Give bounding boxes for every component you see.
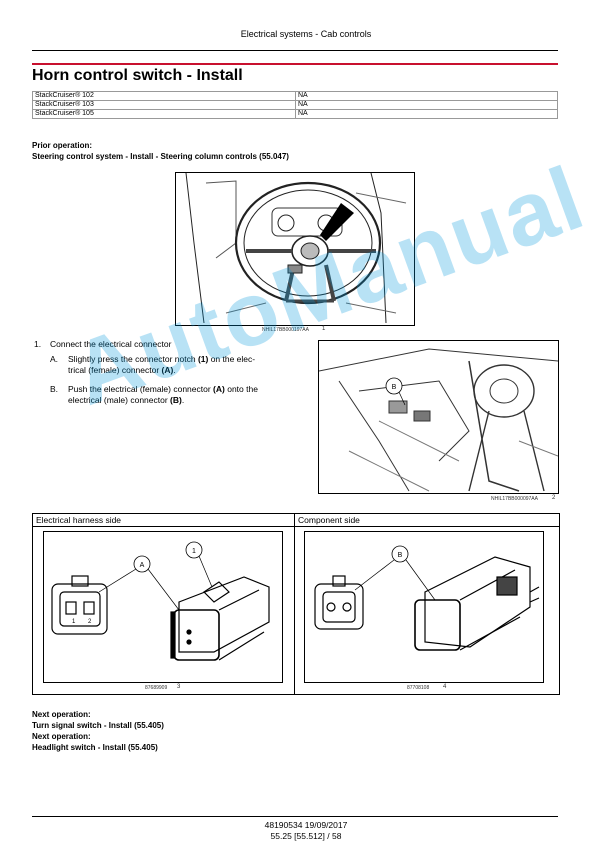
figure-2-steering-column: B [318, 340, 559, 494]
model-name: StackCruiser® 103 [32, 100, 296, 110]
callout-b-label: B [392, 384, 397, 391]
figure-2-code: NHIL17BB000097AA [491, 496, 538, 502]
callout-1-label: 1 [192, 548, 196, 555]
callout-a-label: A [140, 562, 145, 569]
next-operation-label-2: Next operation: [32, 732, 91, 741]
male-connector-illustration: B [314, 545, 540, 651]
step-1-text: Connect the electrical connector [50, 339, 172, 349]
step-a-part: Slightly press the connector notch [68, 354, 198, 364]
ref-connector-a: (A) [161, 365, 174, 375]
next-operation-link-2[interactable]: Headlight switch - Install (55.405) [32, 743, 158, 752]
female-connector-illustration: 1 2 A 1 [51, 541, 270, 661]
step-a-text: Slightly press the connector notch (1) o… [68, 354, 308, 376]
model-name: StackCruiser® 102 [32, 91, 296, 101]
figure-3-code: 87689909 [145, 685, 168, 691]
step-b-letter: B. [50, 384, 59, 394]
figure-1-code: NHIL17BB000197AA [262, 327, 309, 333]
ref-connector-b: (B) [170, 395, 182, 405]
ref-connector-a: (A) [213, 384, 225, 394]
callout-1: 1 [185, 541, 213, 588]
step-a-part: . [173, 365, 176, 375]
callout-b-label: B [398, 552, 403, 559]
step-b-text: Push the electrical (female) connector (… [68, 384, 308, 406]
harness-side-header: Electrical harness side [36, 515, 122, 525]
pointer-arrow-icon [320, 203, 354, 241]
step-1-number: 1. [34, 339, 42, 349]
page-title: Horn control switch - Install [32, 67, 243, 84]
pin-2-label: 2 [88, 619, 92, 625]
next-operation-link-1[interactable]: Turn signal switch - Install (55.405) [32, 721, 164, 730]
step-b-part: onto the [224, 384, 258, 394]
figure-4-code: 87708108 [407, 685, 430, 691]
pin-1-label: 1 [72, 619, 76, 625]
model-value: NA [295, 91, 558, 101]
model-value: NA [295, 109, 558, 119]
step-a-part: on the elec- [208, 354, 256, 364]
header-rule [32, 50, 558, 51]
figure-1-number: 1 [322, 326, 326, 332]
step-a-letter: A. [50, 354, 59, 364]
step-a-part: trical (female) connector [68, 365, 162, 375]
component-side-header: Component side [298, 515, 360, 525]
prior-operation-link[interactable]: Steering control system - Install - Stee… [32, 152, 289, 161]
footer-rule [32, 816, 558, 817]
model-name: StackCruiser® 105 [32, 109, 296, 119]
steering-column-illustration: B [318, 348, 559, 492]
model-value: NA [295, 100, 558, 110]
callout-b: B [354, 545, 436, 601]
figure-3-number: 3 [177, 684, 181, 690]
step-b-part: electrical (male) connector [68, 395, 171, 405]
callout-a: A [98, 555, 180, 611]
figure-2-number: 2 [552, 495, 556, 501]
ref-notch-1: (1) [197, 354, 209, 364]
running-header: Electrical systems - Cab controls [240, 29, 372, 39]
prior-operation-label: Prior operation: [32, 141, 93, 150]
callout-b: B [385, 377, 406, 406]
step-b-part: . [181, 395, 185, 405]
footer-doc-id: 48190534 19/09/2017 [264, 820, 348, 830]
figure-4-male-connector: B [304, 531, 544, 683]
figure-3-female-connector: 1 2 A 1 [43, 531, 283, 683]
footer-page-number: 55.25 [55.512] / 58 [270, 831, 342, 841]
step-b-part: Push the electrical (female) connector [68, 384, 214, 394]
steering-wheel-illustration [185, 172, 407, 324]
next-operation-label-1: Next operation: [32, 710, 91, 719]
connector-sides-table: Electrical harness side Component side 1… [32, 513, 560, 695]
title-rule [32, 63, 558, 65]
figure-1-steering-wheel [175, 172, 415, 326]
figure-4-number: 4 [443, 684, 447, 690]
